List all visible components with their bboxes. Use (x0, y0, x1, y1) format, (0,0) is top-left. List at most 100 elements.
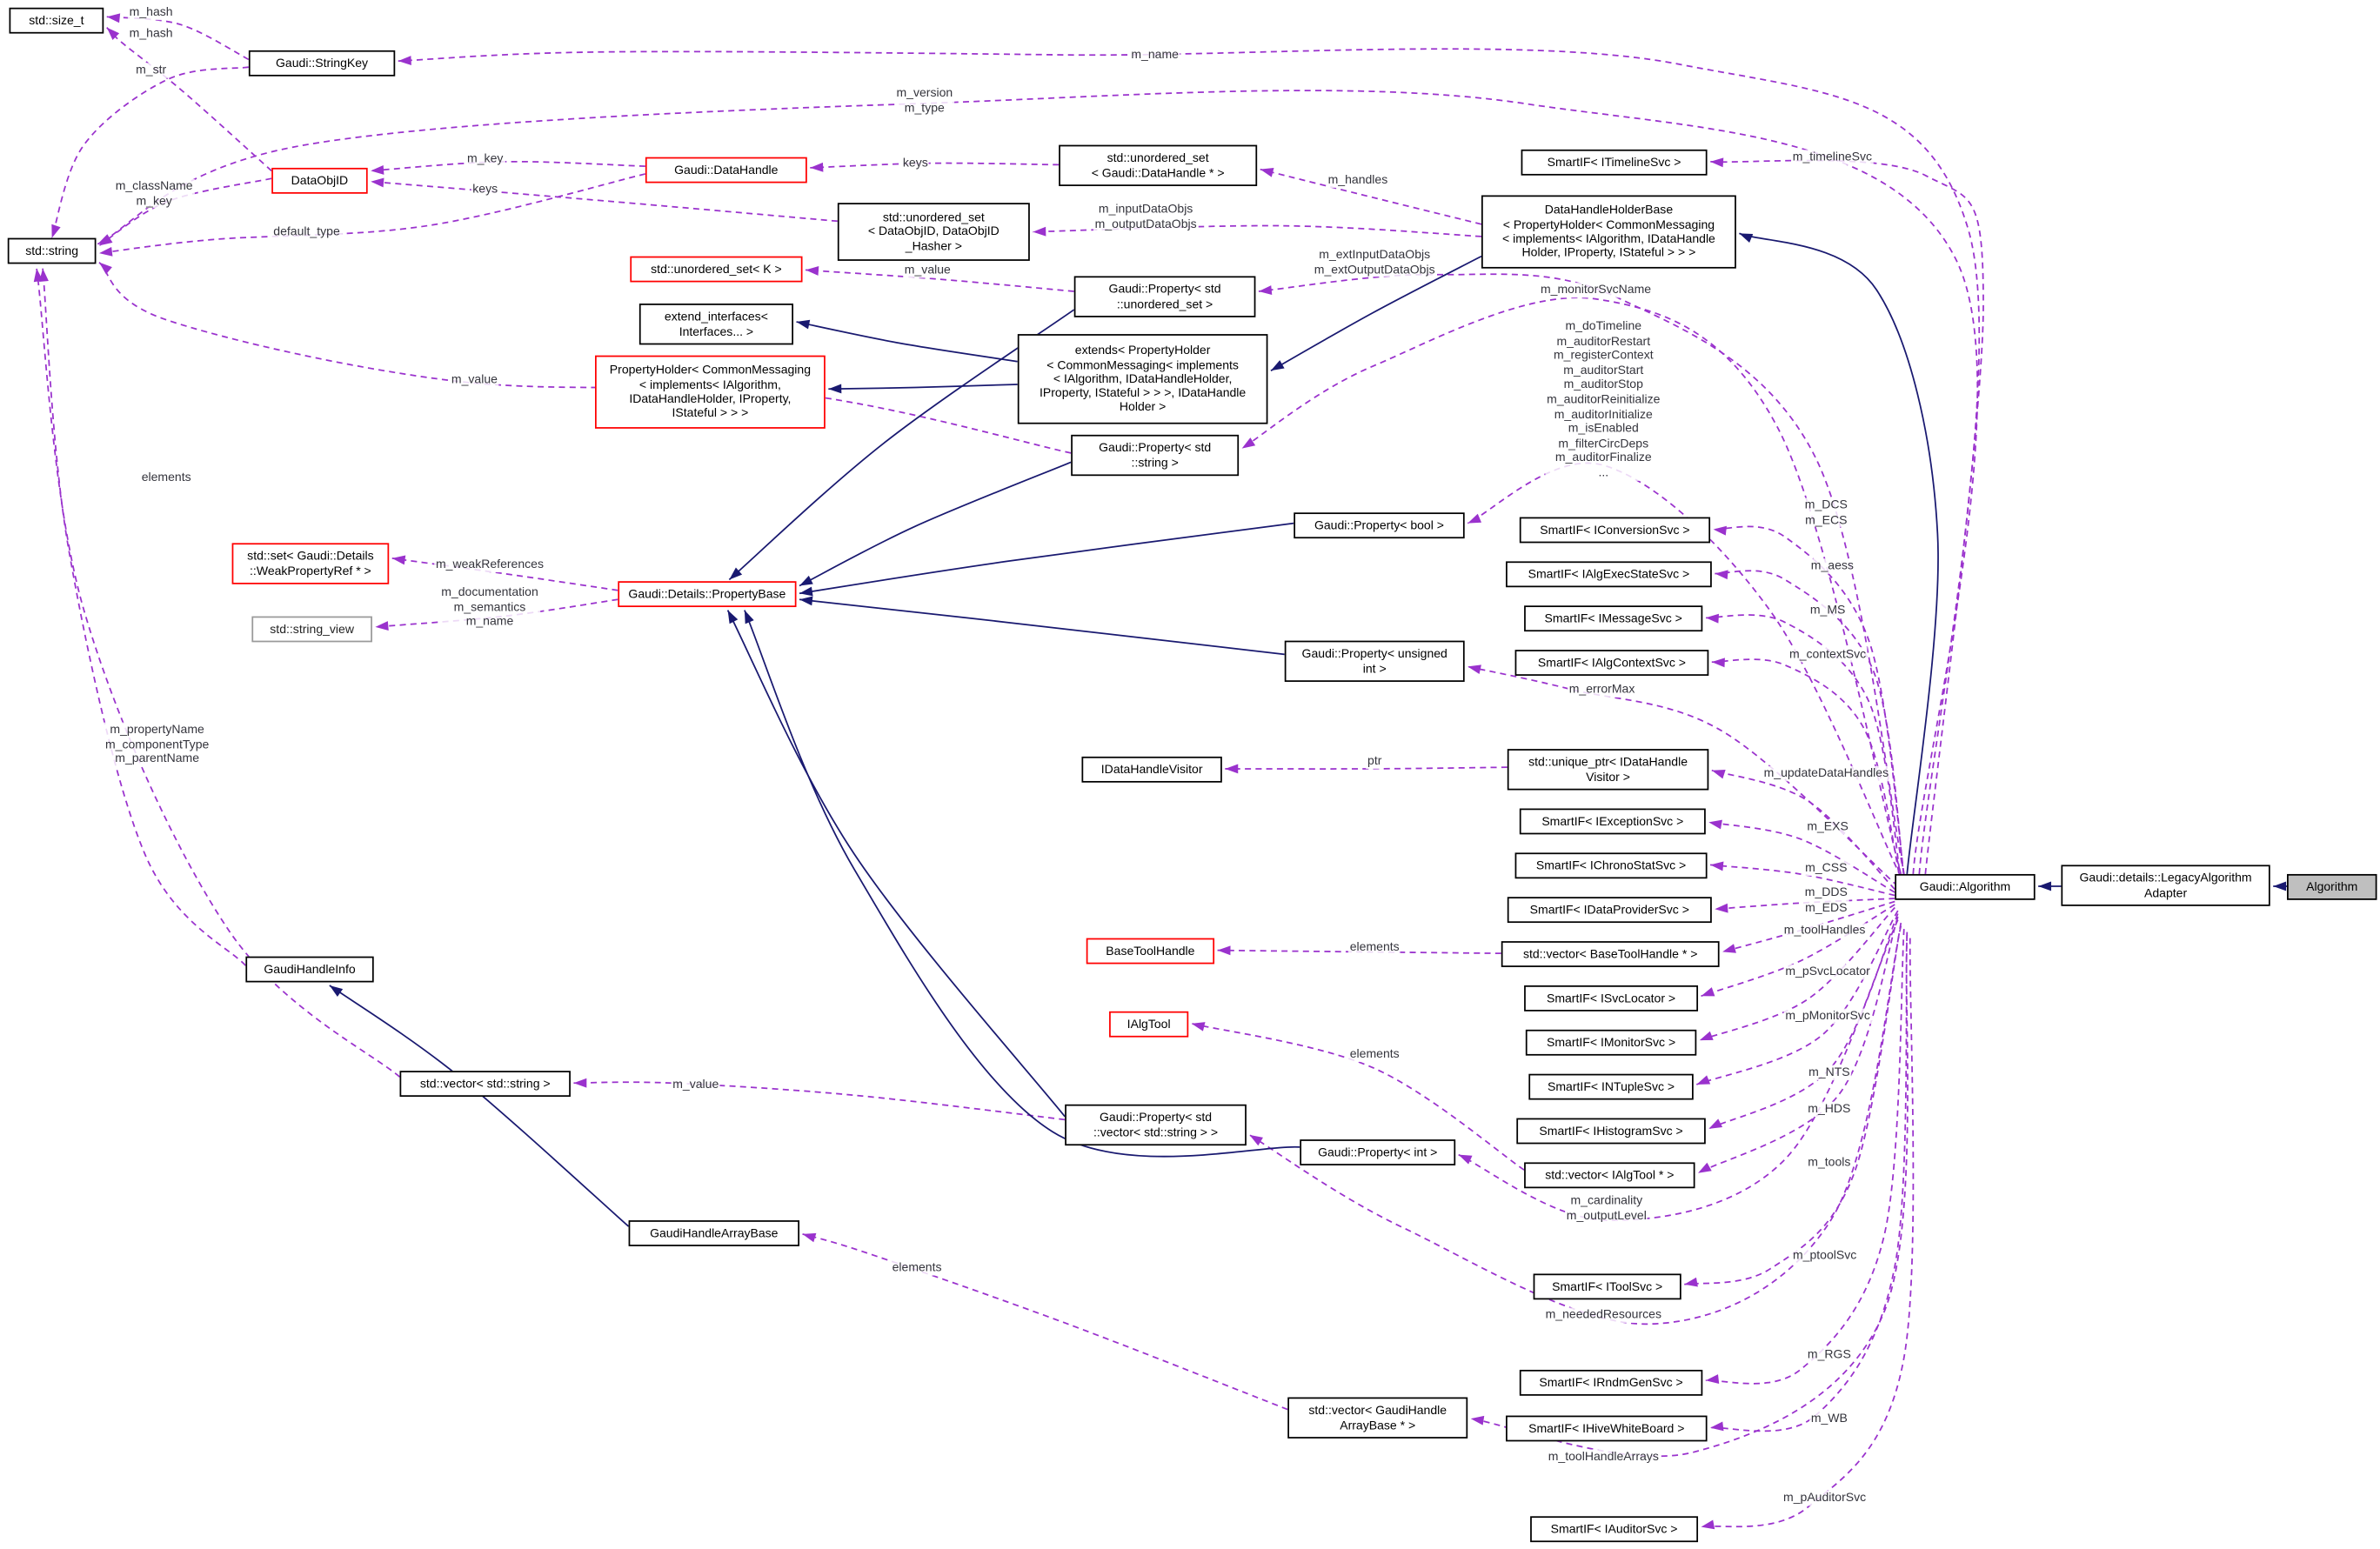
node-algorithm[interactable]: Algorithm (2287, 873, 2377, 900)
dependency-edge-algo-to-sif_ntuple (1695, 910, 1899, 1085)
arrowhead-prop_uint-to-propbase (799, 596, 813, 606)
node-sif_conv[interactable]: SmartIF< IConversionSvc > (1519, 517, 1711, 544)
arrowhead-prop_uset-to-uset_k (806, 266, 819, 276)
arrowhead-prop_str-to-string (99, 262, 112, 275)
node-prop_uint[interactable]: Gaudi::Property< unsigned int > (1284, 640, 1465, 682)
node-idhv[interactable]: IDataHandleVisitor (1081, 756, 1222, 783)
node-dataobjid[interactable]: DataObjID (271, 167, 368, 194)
arrowhead-algo-to-sif_histo (1708, 1118, 1723, 1129)
inheritance-edge-prop_bool-to-propbase (799, 522, 1294, 595)
arrowhead-prop_vecstr-to-propbase (727, 610, 739, 624)
arrowhead-uset_dobj-to-dataobjid (371, 177, 384, 188)
node-vec_str[interactable]: std::vector< std::string > (399, 1071, 571, 1098)
node-sif_exc[interactable]: SmartIF< IExceptionSvc > (1519, 808, 1706, 835)
node-sif_algctx[interactable]: SmartIF< IAlgContextSvc > (1514, 650, 1709, 676)
node-sif_wb[interactable]: SmartIF< IHiveWhiteBoard > (1506, 1415, 1708, 1442)
node-ghinfo[interactable]: GaudiHandleInfo (245, 956, 374, 983)
node-ialgtool[interactable]: IAlgTool (1109, 1011, 1189, 1038)
node-sif_chrono[interactable]: SmartIF< IChronoStatSvc > (1514, 852, 1708, 879)
node-datahandle[interactable]: Gaudi::DataHandle (645, 157, 807, 184)
inheritance-edge-algo-to-dhhb (1739, 232, 1939, 875)
dependency-edge-uptr_idhv-to-idhv (1225, 766, 1508, 770)
dependency-edge-algo-to-sif_algctx (1711, 658, 1902, 884)
dependency-edge-datahandle-to-string (98, 173, 646, 255)
dependency-edge-algo-to-sif_conv (1713, 525, 1905, 875)
node-prop_int[interactable]: Gaudi::Property< int > (1300, 1139, 1456, 1165)
node-sif_msg[interactable]: SmartIF< IMessageSvc > (1524, 605, 1703, 632)
arrowhead-algo-to-sif_conv (1713, 525, 1727, 536)
arrowhead-algo-to-sif_tool (1684, 1277, 1698, 1287)
arrowhead-algo-to-prop_int (1458, 1154, 1473, 1165)
node-stringkey[interactable]: Gaudi::StringKey (248, 50, 396, 77)
node-bth[interactable]: BaseToolHandle (1086, 938, 1215, 965)
dependency-edge-algo-to-prop_bool (1467, 462, 1902, 878)
arrowhead-algo-to-dhhb (1739, 233, 1754, 244)
inheritance-edge-ghab-to-ghinfo (329, 985, 630, 1227)
node-prop_bool[interactable]: Gaudi::Property< bool > (1294, 512, 1465, 539)
node-algo[interactable]: Gaudi::Algorithm (1895, 873, 2036, 900)
node-prop_uset[interactable]: Gaudi::Property< std ::unordered_set > (1073, 276, 1256, 317)
arrowhead-algo-to-prop_bool (1467, 513, 1482, 524)
node-sif_mon[interactable]: SmartIF< IMonitorSvc > (1525, 1029, 1697, 1056)
dependency-edge-prop_str-to-string (98, 261, 1072, 454)
node-sif_rndm[interactable]: SmartIF< IRndmGenSvc > (1519, 1369, 1703, 1396)
node-propbase[interactable]: Gaudi::Details::PropertyBase (618, 581, 797, 608)
arrowhead-algo-to-prop_str (1241, 437, 1256, 449)
node-dhhb[interactable]: DataHandleHolderBase < PropertyHolder< C… (1481, 195, 1736, 269)
arrowhead-uptr_idhv-to-idhv (1225, 764, 1239, 774)
arrowhead-prop_str-to-propbase (799, 575, 813, 586)
node-prop_vecstr[interactable]: Gaudi::Property< std ::vector< std::stri… (1065, 1104, 1247, 1146)
node-ext_if[interactable]: extend_interfaces< Interfaces... > (638, 304, 793, 345)
arrowhead-propbase-to-strview (375, 621, 389, 631)
node-vec_ghab[interactable]: std::vector< GaudiHandle ArrayBase * > (1287, 1397, 1468, 1439)
node-sif_aud[interactable]: SmartIF< IAuditorSvc > (1530, 1516, 1699, 1543)
node-vec_ialgtool[interactable]: std::vector< IAlgTool * > (1524, 1162, 1695, 1189)
inheritance-edge-prop_str-to-propbase (799, 461, 1072, 587)
node-sif_aes[interactable]: SmartIF< IAlgExecStateSvc > (1506, 561, 1712, 588)
node-sif_tool[interactable]: SmartIF< IToolSvc > (1533, 1273, 1681, 1300)
node-sif_timeline[interactable]: SmartIF< ITimelineSvc > (1521, 149, 1708, 176)
dependency-edge-algo-to-sif_svcloc (1701, 904, 1895, 998)
node-sif_svcloc[interactable]: SmartIF< ISvcLocator > (1524, 985, 1699, 1012)
inheritance-edge-prop_int-to-propbase (744, 610, 1300, 1158)
dependency-edge-algo-to-sif_timeline (1710, 159, 1984, 875)
node-uptr_idhv[interactable]: std::unique_ptr< IDataHandle Visitor > (1507, 749, 1709, 791)
node-uset_dh[interactable]: std::unordered_set < Gaudi::DataHandle *… (1059, 144, 1258, 186)
node-vec_bth[interactable]: std::vector< BaseToolHandle * > (1501, 941, 1720, 967)
arrowhead-algo-to-sif_dps (1715, 903, 1728, 913)
arrowhead-uset_dh-to-datahandle (810, 162, 824, 172)
arrowhead-algo-to-vec_bth (1722, 944, 1736, 953)
dependency-edge-algo-to-string (97, 90, 1979, 875)
dependency-edge-algo-to-vec_bth (1721, 900, 1895, 953)
node-uset_k[interactable]: std::unordered_set< K > (630, 256, 803, 283)
dependency-edge-stringkey-to-size_t (106, 16, 250, 61)
node-size_t[interactable]: std::size_t (9, 7, 104, 34)
node-uset_dobj[interactable]: std::unordered_set < DataObjID, DataObjI… (837, 203, 1030, 261)
node-prop_str[interactable]: Gaudi::Property< std ::string > (1071, 434, 1240, 477)
arrowhead-algo-to-sif_chrono (1710, 861, 1724, 871)
arrowhead-prop_bool-to-propbase (799, 586, 813, 597)
arrowhead-algo-to-sif_svcloc (1701, 987, 1715, 997)
node-set_weak[interactable]: std::set< Gaudi::Details ::WeakPropertyR… (231, 543, 390, 584)
node-adapter[interactable]: Gaudi::details::LegacyAlgorithm Adapter (2061, 865, 2270, 906)
node-sif_dps[interactable]: SmartIF< IDataProviderSvc > (1507, 897, 1712, 924)
dependency-edge-algo-to-sif_aud (1701, 938, 1915, 1528)
arrowhead-ghab-to-ghinfo (329, 985, 344, 998)
node-ghab[interactable]: GaudiHandleArrayBase (628, 1220, 800, 1246)
node-sif_histo[interactable]: SmartIF< IHistogramSvc > (1516, 1118, 1706, 1145)
node-sif_ntuple[interactable]: SmartIF< INTupleSvc > (1528, 1073, 1694, 1100)
arrowhead-algo-to-sif_msg (1705, 613, 1719, 624)
arrowhead-algo-to-prop_vecstr (1249, 1134, 1263, 1146)
node-extends[interactable]: extends< PropertyHolder < CommonMessagin… (1017, 334, 1268, 424)
node-ph[interactable]: PropertyHolder< CommonMessaging < implem… (595, 355, 826, 429)
arrowhead-propbase-to-set_weak (391, 555, 406, 565)
arrowhead-algo-to-prop_uint (1467, 664, 1481, 674)
arrowhead-algo-to-uptr_idhv (1711, 770, 1726, 779)
node-strview[interactable]: std::string_view (251, 616, 372, 643)
node-string[interactable]: std::string (7, 237, 97, 264)
dependency-edge-vec_ialgtool-to-ialgtool (1191, 1022, 1525, 1171)
dependency-edge-algo-to-sif_chrono (1709, 864, 1895, 897)
arrowhead-datahandle-to-dataobjid (371, 164, 384, 175)
dependency-edge-algo-to-vec_ghab (1470, 935, 1909, 1458)
